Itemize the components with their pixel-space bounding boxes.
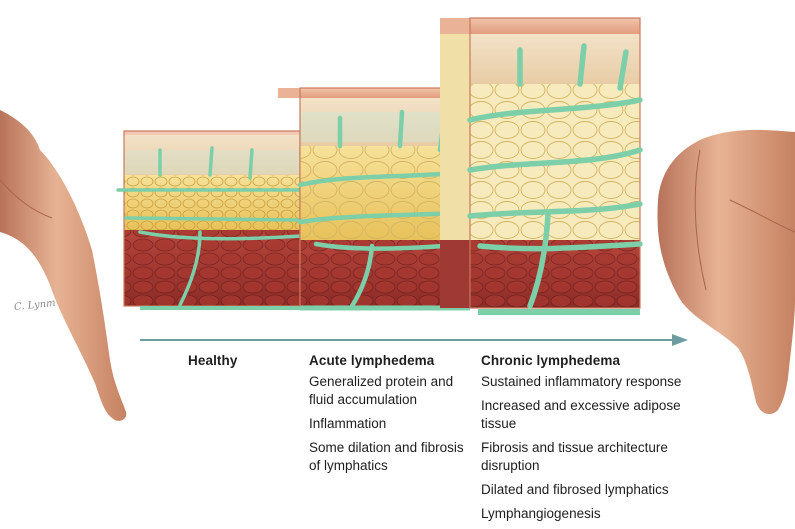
stage-item: Inflammation [309, 416, 387, 431]
stage-acute: Acute lymphedema Generalized protein and… [309, 353, 469, 481]
healthy-arm [0, 110, 127, 421]
stage-heading: Healthy [188, 353, 238, 368]
stage-item: Increased and excessive adipose tissue [481, 398, 681, 431]
stage-item: Sustained inflammatory response [481, 374, 682, 389]
tissue-block-chronic [440, 17, 643, 315]
stage-item: Fibrosis and tissue architecture disrupt… [481, 440, 668, 473]
lymphedema-arm [657, 129, 795, 415]
stage-heading: Acute lymphedema [309, 353, 435, 368]
stage-item: Some dilation and fibrosis of lymphatics [309, 440, 464, 473]
stage-item: Dilated and fibrosed lymphatics [481, 482, 669, 497]
stage-item: Lymphangiogenesis [481, 506, 601, 521]
stage-heading: Chronic lymphedema [481, 353, 621, 368]
tissue-block-healthy [116, 130, 302, 310]
progression-arrow [140, 334, 688, 346]
stage-chronic: Chronic lymphedema Sustained inflammator… [481, 353, 713, 529]
stage-healthy: Healthy [188, 353, 298, 373]
stage-item: Generalized protein and fluid accumulati… [309, 374, 454, 407]
